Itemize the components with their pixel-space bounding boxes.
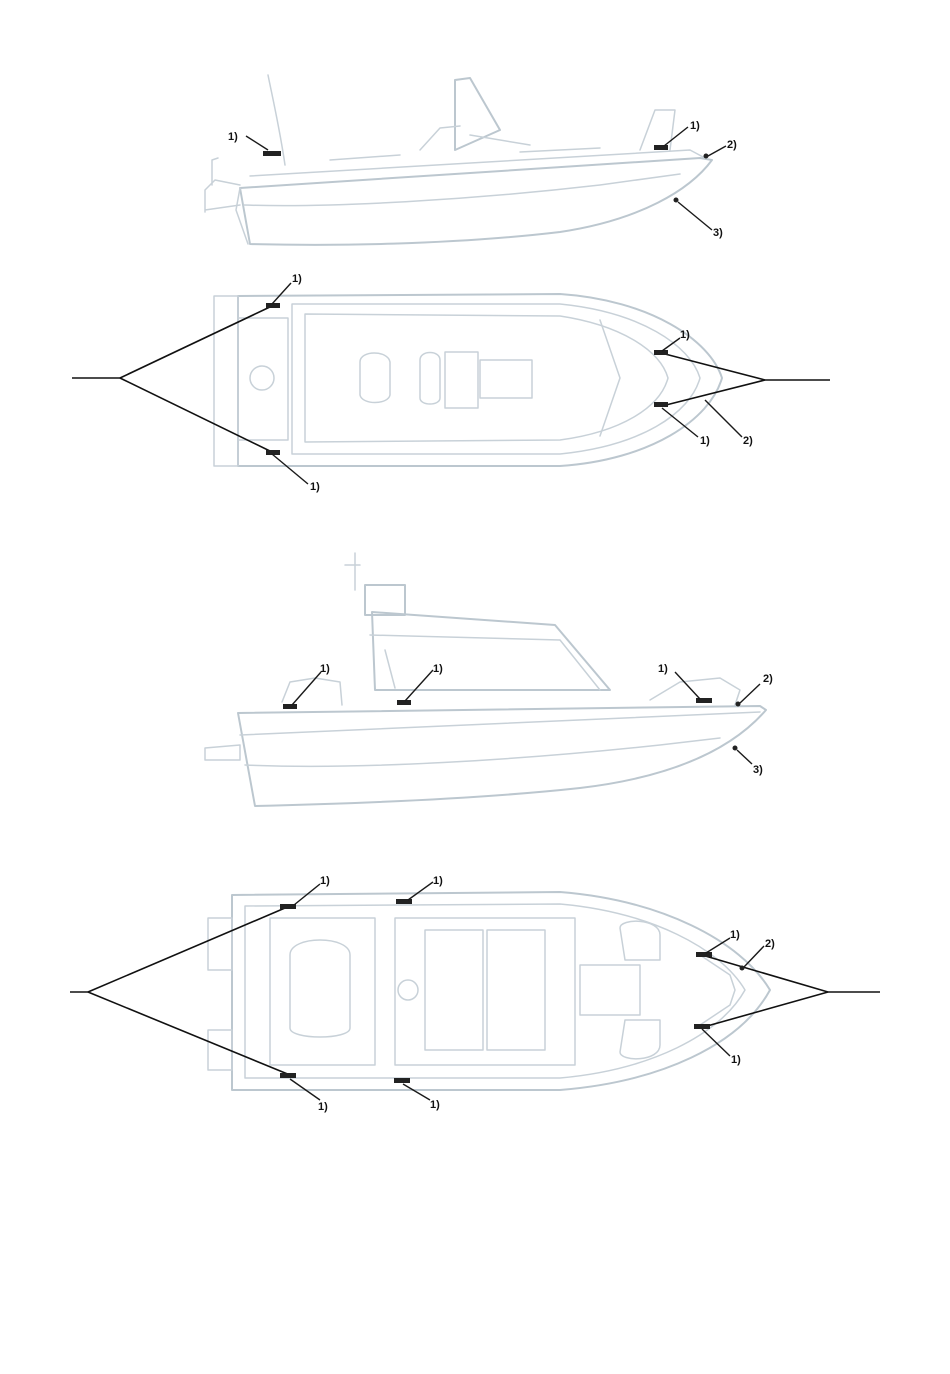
cleat-icon (694, 1024, 710, 1029)
cleat-icon (397, 700, 411, 705)
towing-eye-icon (674, 198, 679, 203)
boat1-top-ropes (72, 306, 830, 452)
callout-label: 1) (430, 1099, 440, 1111)
cleat-icon (696, 698, 712, 703)
towing-eye-icon (733, 746, 738, 751)
callout-label: 2) (763, 673, 773, 685)
callout-label: 3) (753, 764, 763, 776)
callout-label: 1) (318, 1101, 328, 1113)
callout-label: 1) (433, 875, 443, 887)
callout-label: 1) (730, 929, 740, 941)
cleat-icon (280, 904, 296, 909)
cleat-icon (654, 145, 668, 150)
boat1-top-callouts: 1) 1) 2) 1) 1) (266, 273, 753, 493)
callout-label: 1) (700, 435, 710, 447)
cleat-icon (263, 151, 281, 156)
bow-eye-icon (704, 154, 709, 159)
callout-label: 1) (292, 273, 302, 285)
callout-label: 1) (731, 1054, 741, 1066)
callout-label: 1) (433, 663, 443, 675)
cleat-icon (654, 402, 668, 407)
callout-label: 2) (765, 938, 775, 950)
cleat-icon (280, 1073, 296, 1078)
cleat-icon (396, 899, 412, 904)
boat2-top-view (208, 892, 770, 1090)
callout-label: 2) (727, 139, 737, 151)
cleat-icon (394, 1078, 410, 1083)
callout-label: 1) (680, 329, 690, 341)
callout-label: 1) (320, 663, 330, 675)
cleat-icon (696, 952, 712, 957)
cleat-icon (654, 350, 668, 355)
callout-label: 3) (713, 227, 723, 239)
callout-label: 1) (690, 120, 700, 132)
cleat-icon (283, 704, 297, 709)
boat1-side-view (205, 75, 712, 245)
bow-eye-icon (736, 702, 741, 707)
callout-label: 1) (658, 663, 668, 675)
callout-label: 1) (320, 875, 330, 887)
callout-label: 1) (310, 481, 320, 493)
callout-label: 1) (228, 131, 238, 143)
callout-label: 2) (743, 435, 753, 447)
boat1-top-view (214, 294, 722, 466)
